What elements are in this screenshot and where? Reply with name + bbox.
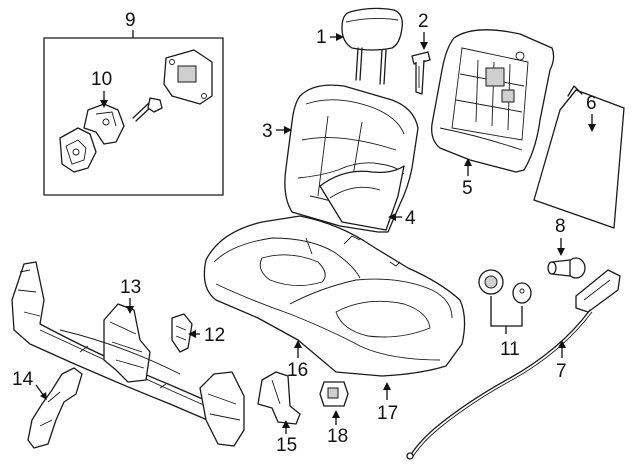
callout-14: 14 bbox=[12, 369, 47, 400]
callout-5-number: 5 bbox=[462, 178, 473, 199]
clip-part bbox=[319, 381, 349, 407]
callout-8-number: 8 bbox=[555, 216, 566, 237]
callout-2: 2 bbox=[418, 11, 429, 50]
callout-7-number: 7 bbox=[556, 361, 567, 382]
callout-17-number: 17 bbox=[377, 403, 398, 424]
callout-13: 13 bbox=[120, 277, 141, 314]
callout-13-number: 13 bbox=[120, 277, 141, 298]
back-panel-part bbox=[533, 85, 625, 229]
latch-kit-box bbox=[43, 30, 224, 196]
side-support-part bbox=[27, 367, 83, 449]
callout-10: 10 bbox=[91, 69, 112, 108]
callout-7: 7 bbox=[556, 340, 567, 382]
callout-18-number: 18 bbox=[327, 426, 348, 447]
callout-9: 9 bbox=[125, 10, 136, 31]
callout-15: 15 bbox=[276, 420, 297, 456]
bolt-part bbox=[132, 97, 163, 122]
callout-17: 17 bbox=[377, 382, 398, 424]
hinge-cover-part bbox=[257, 371, 301, 425]
callout-12: 12 bbox=[188, 325, 225, 346]
callout-11-number: 11 bbox=[500, 339, 520, 360]
headrest-part bbox=[341, 7, 403, 85]
callout-18: 18 bbox=[327, 410, 348, 447]
bracket-plate bbox=[163, 49, 213, 105]
seat-back-frame-part bbox=[431, 29, 555, 173]
plug-part bbox=[547, 257, 586, 279]
callout-9-number: 9 bbox=[125, 10, 136, 31]
callout-12-number: 12 bbox=[204, 325, 225, 346]
latch-part bbox=[59, 103, 125, 173]
callout-4-number: 4 bbox=[405, 208, 416, 229]
seat-frame-part bbox=[11, 261, 245, 447]
callout-8: 8 bbox=[555, 216, 566, 256]
headrest-guide-part bbox=[411, 51, 431, 95]
callout-3-number: 3 bbox=[262, 121, 273, 142]
callout-10-number: 10 bbox=[91, 69, 112, 90]
callout-15-number: 15 bbox=[276, 435, 297, 456]
bracket-part bbox=[171, 313, 193, 353]
seat-cushion-part bbox=[203, 215, 466, 377]
callout-1: 1 bbox=[316, 27, 344, 48]
callout-4: 4 bbox=[388, 208, 416, 229]
seat-back-pad-part bbox=[319, 165, 405, 231]
callout-3: 3 bbox=[262, 121, 292, 142]
callout-16-number: 16 bbox=[287, 360, 308, 381]
callout-1-number: 1 bbox=[316, 27, 327, 48]
callout-16: 16 bbox=[287, 340, 308, 381]
button-caps-part bbox=[478, 269, 532, 304]
callout-6: 6 bbox=[586, 93, 597, 132]
callout-6-number: 6 bbox=[586, 93, 597, 114]
callout-11: 11 bbox=[490, 296, 523, 360]
callout-5: 5 bbox=[462, 158, 473, 199]
callout-14-number: 14 bbox=[12, 369, 34, 390]
callout-2-number: 2 bbox=[418, 11, 429, 32]
